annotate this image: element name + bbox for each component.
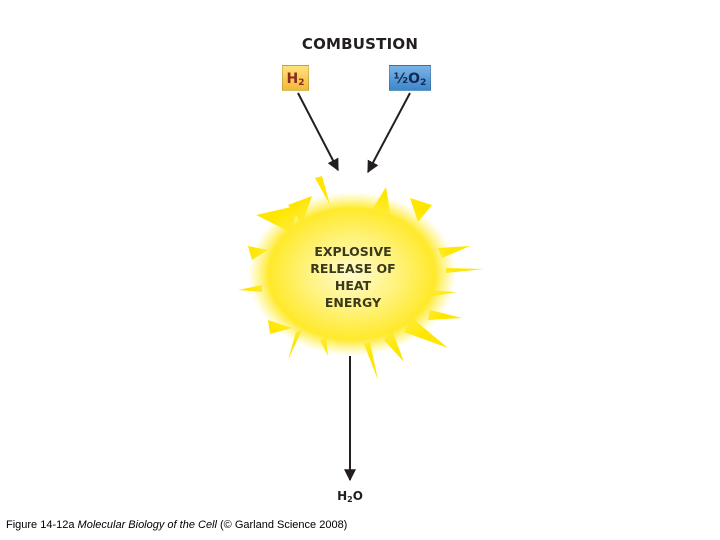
figure-caption: Figure 14-12a Molecular Biology of the C… xyxy=(6,519,706,531)
burst-label-line: HEAT xyxy=(334,278,372,293)
water-symbol-h: H xyxy=(337,489,348,503)
oxygen-subscript: 2 xyxy=(420,78,427,88)
oxygen-box: ½O2 xyxy=(389,65,431,91)
hydrogen-box: H2 xyxy=(282,65,309,91)
ray xyxy=(410,198,432,222)
water-product: H2O xyxy=(328,489,372,504)
arrow-h2-to-burst xyxy=(297,92,339,172)
hydrogen-symbol: H xyxy=(286,71,299,87)
caption-figure-number: Figure 14-12a xyxy=(6,519,78,531)
caption-book-title: Molecular Biology of the Cell xyxy=(77,519,217,531)
oxygen-symbol: ½O xyxy=(393,71,421,87)
burst-label-line: ENERGY xyxy=(324,295,382,310)
water-subscript: 2 xyxy=(347,495,353,504)
arrow-o2-to-burst xyxy=(367,92,411,174)
hydrogen-subscript: 2 xyxy=(298,78,305,88)
heat-burst xyxy=(248,192,456,356)
burst-label-line: RELEASE OF xyxy=(310,261,396,276)
water-symbol-o: O xyxy=(352,489,363,503)
diagram-title: COMBUSTION xyxy=(301,35,419,53)
burst-label: EXPLOSIVE RELEASE OF HEAT ENERGY xyxy=(298,243,408,311)
caption-credit: (© Garland Science 2008) xyxy=(216,519,348,531)
burst-label-line: EXPLOSIVE xyxy=(314,244,392,259)
